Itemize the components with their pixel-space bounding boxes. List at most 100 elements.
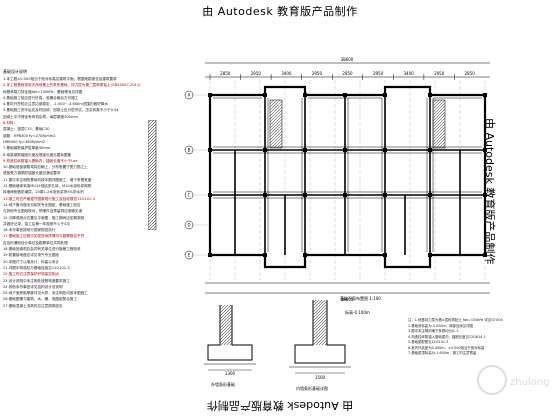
right-note-line: 5.基础梁配筋见11G101-3: [408, 340, 449, 344]
note-line: 5.基础施工完毕后应及时回填，回填土应分层夯实，压实系数不小于0.94: [3, 108, 119, 113]
note-line: 应及时通知设计单位及勘察单位共同处理: [3, 240, 68, 245]
column-marker: [343, 93, 347, 97]
note-line: 3.基础施工前应进行钎探，验槽合格后方可施工: [3, 95, 79, 100]
column-marker: [483, 253, 487, 257]
notes-hatch-strip: [148, 120, 157, 230]
row-axis-label: E: [188, 253, 191, 258]
note-line: 8.地梁钢筋锚固长度及搭接长度见国标图集: [3, 152, 72, 157]
note-line: 底板受力钢筋的锚固长度应满足要求: [3, 171, 61, 176]
notes-title: 基础设计说明: [3, 69, 27, 74]
right-note-line: 注：1.地基持力层为第②层粉质粘土 fak=150kPa 详见GTO04: [408, 318, 503, 322]
top-dim-label: 2950: [251, 71, 262, 76]
note-line: 14.地下管沟做法见相关专业图纸，基础施工前应: [3, 202, 81, 207]
elevation-note: 标高-0.100m: [345, 310, 370, 315]
column-marker: [383, 253, 387, 257]
column-marker: [483, 193, 487, 197]
top-dim-label: 2950: [373, 71, 384, 76]
note-line: 13.施工时应严格遵守国家现行施工及验收规范11G101-3: [3, 196, 95, 201]
column-marker: [483, 93, 487, 97]
column-marker: [303, 148, 307, 152]
detail-dim-1: 1300: [225, 371, 236, 376]
note-line: 砖墙两侧做防潮层，20厚1:2水泥砂浆掺5%防水剂: [3, 190, 84, 195]
right-note-line: 4.构造柱纵筋锚入基础梁内，锚固长度见12G614-1: [408, 334, 486, 339]
column-marker: [428, 93, 432, 97]
top-dim-label: 2950: [434, 71, 445, 76]
note-line: 地基承载力特征值fak=150kPa，基础埋深见详图: [3, 89, 83, 94]
note-line: 23.设计说明中未注明处按照构造要求施工: [3, 278, 70, 283]
note-line: 1.本工程±0.000相当于绝对标高见建筑平面，根据地勘报告及建筑要求: [3, 77, 117, 81]
column-marker: [428, 148, 432, 152]
note-line: 回填土中不得含有有机杂质，每层厚度300mm: [3, 114, 78, 119]
right-note-line: 7.基础梁顶标高为-1.600m，施工时注意预留: [408, 351, 477, 355]
plan-title: 基础平面布置图 1:100: [340, 296, 381, 301]
note-line: 与其他专业图纸核对，预埋件及预留洞应准确无误: [3, 209, 83, 214]
top-dimension-row: 2850 2950 3400 2950 2850 2950 3400 2950 2850: [209, 71, 476, 80]
note-line: 10.基础底板钢筋弯钩应朝上，分布筋置于受力筋之上: [3, 165, 88, 170]
note-line: 6.材料：: [3, 121, 18, 126]
note-line: HRB400 fy=360N/mm2: [3, 139, 46, 144]
column-marker: [303, 253, 307, 257]
column-marker: [428, 193, 432, 197]
detail-2-label: 内墙条形基础详图: [296, 386, 328, 391]
right-note-line: 2.基础底标高为-3.000m，局部加深见详图: [408, 323, 473, 328]
note-line: 15.沉降观测点位置见平面图，施工期间应定期观测: [3, 215, 85, 220]
top-dim-label: 3400: [404, 71, 415, 76]
detail-dim-2: 1500: [315, 375, 326, 380]
note-line: 21.详图中构造柱与基础连接见11G101-3: [3, 265, 70, 270]
hatched-core-right: [432, 99, 446, 149]
note-line: 19.防雷接地做法详见电气专业图纸: [3, 253, 60, 258]
note-line: 18.基础回填前应会同有关单位进行隐蔽工程验收: [3, 247, 81, 252]
note-line: 22.施工时应注意保护好测量控制点: [3, 272, 60, 277]
outer-foundation-wall: [208, 85, 487, 269]
watermark-bottom: 由 Autodesk 教育版产品制作: [206, 399, 354, 412]
column-marker: [383, 93, 387, 97]
column-marker: [483, 148, 487, 152]
column-marker: [383, 148, 387, 152]
top-dim-label: 3400: [281, 71, 292, 76]
interior-walls: [210, 95, 485, 255]
column-marker: [303, 193, 307, 197]
note-line: 2.本工程基础采用天然地基上的条形基础，持力层为第二层粉质粘土(GB50007-…: [3, 83, 141, 88]
column-marker: [343, 193, 347, 197]
note-line: 25.地下室底板厚度详见大样，未注明处均按本图施工: [3, 291, 88, 296]
right-notes: 注：1.地基持力层为第②层粉质粘土 fak=150kPa 详见GTO04 2.基…: [408, 318, 558, 357]
top-dim-label: 2850: [465, 71, 476, 76]
row-axis-label: C: [188, 193, 191, 198]
column-marker: [428, 253, 432, 257]
column-marker: [303, 93, 307, 97]
watermark-logo: zhulong: [477, 365, 550, 395]
top-dim-label: 2950: [312, 71, 323, 76]
note-line: 20.本图尺寸以毫米计，标高以米计: [3, 259, 60, 264]
top-total-dim: 38600: [341, 57, 354, 62]
column-marker: [263, 148, 267, 152]
column-marker: [263, 193, 267, 197]
watermark-right: 由 Autodesk 教育版产品制作: [483, 118, 496, 265]
row-axis-label: A: [188, 93, 191, 98]
note-line: 24.其他未尽事宜详见结构设计总说明: [3, 284, 63, 289]
detail-section-2: 1500: [289, 300, 351, 380]
detail-section-1: 1300: [204, 305, 256, 376]
note-line: 4.基坑开挖时应注意边坡稳定，-1.500~-4.600m范围内做好降水: [3, 102, 108, 107]
note-line: 16.未尽事宜按现行国家规范执行: [3, 228, 56, 233]
column-marker: [343, 148, 347, 152]
column-marker: [263, 253, 267, 257]
note-line: 7.基础钢筋保护层厚度40mm: [3, 146, 51, 151]
note-line: 钢筋：HPB300 fy=270N/mm2: [3, 133, 56, 138]
detail-1-label: 外墙条形基础: [211, 382, 235, 387]
top-dim-label: 2850: [342, 71, 353, 76]
svg-text:zhulong: zhulong: [510, 377, 550, 388]
note-line: 27.基础混凝土浇筑时应注意振捣密实: [3, 303, 63, 308]
note-line: 17.基础施工过程中如发现地质情况与勘察报告不符: [3, 234, 85, 239]
row-axis-label: B: [188, 148, 191, 153]
foundation-plan: 2850 2950 3400 2950 2850 2950 3400 2950 2850 386…: [184, 57, 490, 302]
note-line: 26.基础图需与建筑、水、暖、电图纸配合施工: [3, 297, 77, 302]
column-marker: [263, 93, 267, 97]
top-dim-label: 2850: [220, 71, 231, 76]
right-note-line: 3.图中未注明的墙下条基均为JC-1: [408, 329, 459, 333]
note-line: 混凝土：垫层C15，基础C30: [3, 127, 50, 132]
right-note-line: 6.室内外高差为0.450m，±0.000相当于绝对标高: [408, 345, 485, 350]
note-line: 12.基础墙体采用MU15烧结多孔砖，M10水泥砂浆砌筑: [3, 184, 92, 189]
column-marker: [383, 193, 387, 197]
